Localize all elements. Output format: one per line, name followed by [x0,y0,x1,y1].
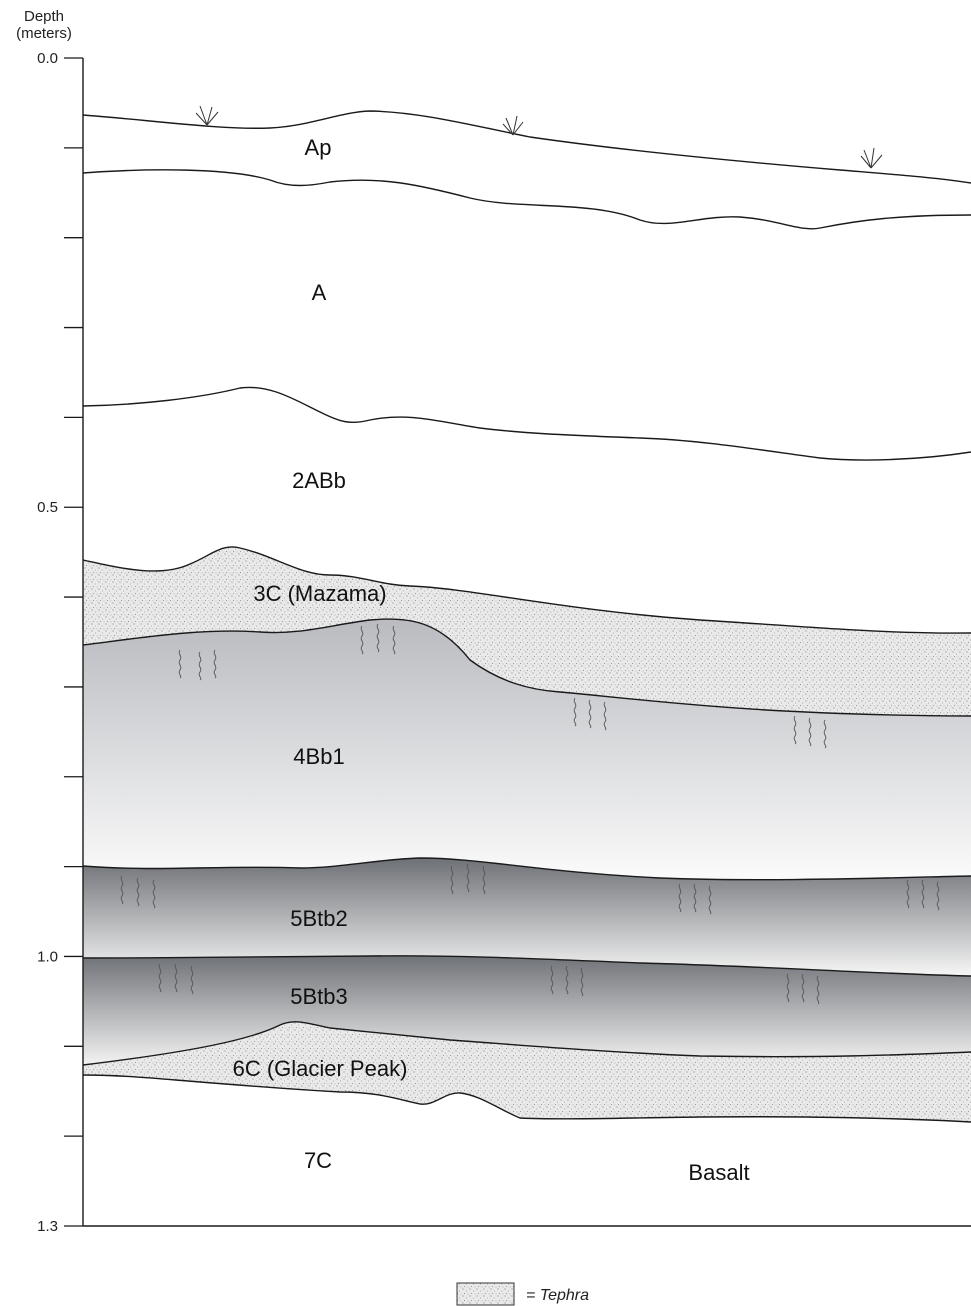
depth-tick-label: 1.3 [37,1218,58,1235]
layer-3c-tephra-fill [83,546,971,716]
tephra-legend-swatch [456,1282,515,1306]
layer-5btb2-fill [83,858,971,976]
illuviation-mark [450,865,454,895]
boundary-5btb3-6c [82,1021,971,1066]
illuviation-mark [120,875,124,905]
horizon-label-5btb3: 5Btb3 [290,984,348,1009]
illuviation-mark [466,863,470,893]
illuviation-mark [906,879,910,909]
tephra-legend-label: = Tephra [526,1287,589,1304]
illuviation-mark [808,717,812,747]
depth-axis-title-line2: (meters) [16,25,72,42]
bedrock-label-basalt: Basalt [688,1160,749,1185]
layer-6c-tephra-fill [83,1021,971,1122]
boundary-5btb2-5btb3 [82,955,971,977]
illuviation-mark [178,649,182,679]
illuviation-mark [816,975,820,1005]
illuviation-mark [550,965,554,995]
illuviation-mark [936,881,940,911]
horizon-label-4bb1: 4Bb1 [293,744,344,769]
plant-icon [195,105,219,126]
boundary-4bb1-5btb2 [82,857,971,881]
illuviation-mark [174,963,178,993]
boundary-2abb-3c [82,546,971,634]
illuviation-mark [921,879,925,909]
horizon-label-ap: Ap [305,135,332,160]
surface-line [82,110,971,184]
illuviation-mark [376,623,380,653]
depth-axis-title: Depth (meters) [4,8,84,42]
boundary-ap-a [82,169,971,230]
illuviation-mark [793,715,797,745]
illuviation-mark [392,625,396,655]
depth-tick-label: 1.0 [37,948,58,965]
illuviation-mark [693,883,697,913]
illuviation-mark [190,965,194,995]
illuviation-mark [588,699,592,729]
illuviation-mark [786,973,790,1003]
illuviation-mark [565,965,569,995]
layer-4bb1-fill [83,618,971,880]
illuviation-mark [801,973,805,1003]
illuviation-mark [580,967,584,997]
illuviation-mark [603,701,607,731]
boundary-a-2abb [82,386,971,461]
horizon-label-5btb2: 5Btb2 [290,906,348,931]
plant-icon [502,115,524,136]
horizon-label-3c: 3C (Mazama) [253,581,386,606]
boundary-3c-4bb1 [82,618,971,717]
depth-axis-title-line1: Depth [23,8,65,25]
illuviation-mark [158,963,162,993]
plant-icon [860,147,883,169]
illuviation-mark [213,649,217,679]
illuviation-mark [360,625,364,655]
depth-tick-label: 0.5 [37,499,58,516]
illuviation-mark [152,879,156,909]
illuviation-mark [482,865,486,895]
horizon-label-a: A [312,280,327,305]
illuviation-mark [198,651,202,681]
horizon-label-2abb: 2ABb [292,468,346,493]
illuviation-mark [708,885,712,915]
depth-tick-label: 0.0 [37,50,58,67]
layer-5btb3-fill [83,955,971,1065]
illuviation-mark [678,883,682,913]
boundary-6c-7c [82,1074,971,1123]
horizon-label-7c: 7C [304,1148,332,1173]
horizon-label-6c: 6C (Glacier Peak) [233,1056,408,1081]
illuviation-mark [573,697,577,727]
illuviation-mark [823,719,827,749]
illuviation-mark [136,877,140,907]
